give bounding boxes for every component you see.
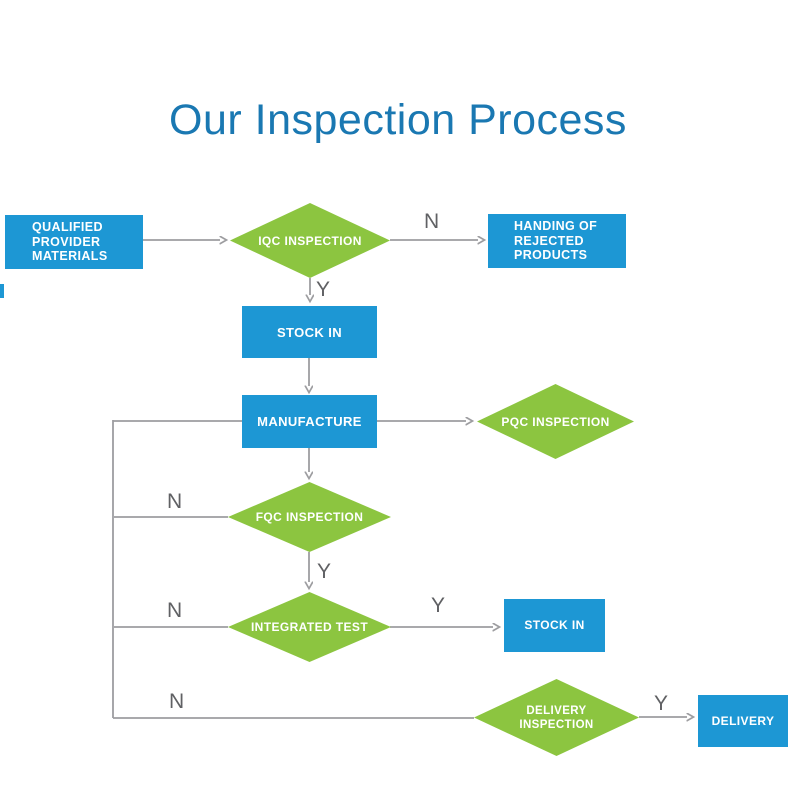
node-label-line: MATERIALS — [32, 249, 108, 264]
branch-label-iqc-no: N — [424, 210, 440, 233]
branch-label-iqc-yes: Y — [316, 278, 331, 301]
node-label: STOCK IN — [524, 618, 585, 632]
node-label: STOCK IN — [276, 324, 343, 340]
node-delivery: DELIVERY — [698, 695, 788, 747]
node-label: FQC INSPECTION — [255, 510, 364, 524]
node-label-line: QUALIFIED — [32, 220, 103, 235]
page-title: Our Inspection Process — [169, 96, 627, 144]
node-label-line: DELIVERY — [526, 704, 587, 717]
node-label: PQC INSPECTION — [501, 414, 610, 429]
branch-label-fqc-no: N — [167, 490, 183, 513]
node-label: INTEGRATED TEST — [250, 620, 369, 634]
branch-label-delivery-no: N — [169, 690, 185, 713]
branch-label-delivery-yes: Y — [654, 692, 669, 715]
node-label-line: REJECTED — [514, 233, 584, 248]
node-label-line: INSPECTION — [519, 718, 594, 731]
node-label-line: PRODUCTS — [514, 248, 588, 263]
branch-label-integrated-no: N — [167, 599, 183, 622]
cropped-edge-artifact — [0, 284, 4, 298]
node-label: DELIVERY — [711, 713, 775, 728]
branch-label-integrated-yes: Y — [431, 594, 446, 617]
node-label-line: PROVIDER — [32, 234, 101, 249]
node-stock-in-2: STOCK IN — [504, 599, 605, 652]
node-handing-of-rejected-products: HANDING OF REJECTED PRODUCTS — [488, 214, 626, 268]
node-manufacture: MANUFACTURE — [242, 395, 377, 448]
node-label-line: HANDING OF — [514, 219, 598, 234]
node-label: IQC INSPECTION — [258, 233, 362, 248]
node-qualified-provider-materials: QUALIFIED PROVIDER MATERIALS — [5, 215, 143, 269]
branch-label-fqc-yes: Y — [317, 560, 332, 583]
node-label: MANUFACTURE — [257, 414, 362, 429]
node-stock-in-1: STOCK IN — [242, 306, 377, 358]
